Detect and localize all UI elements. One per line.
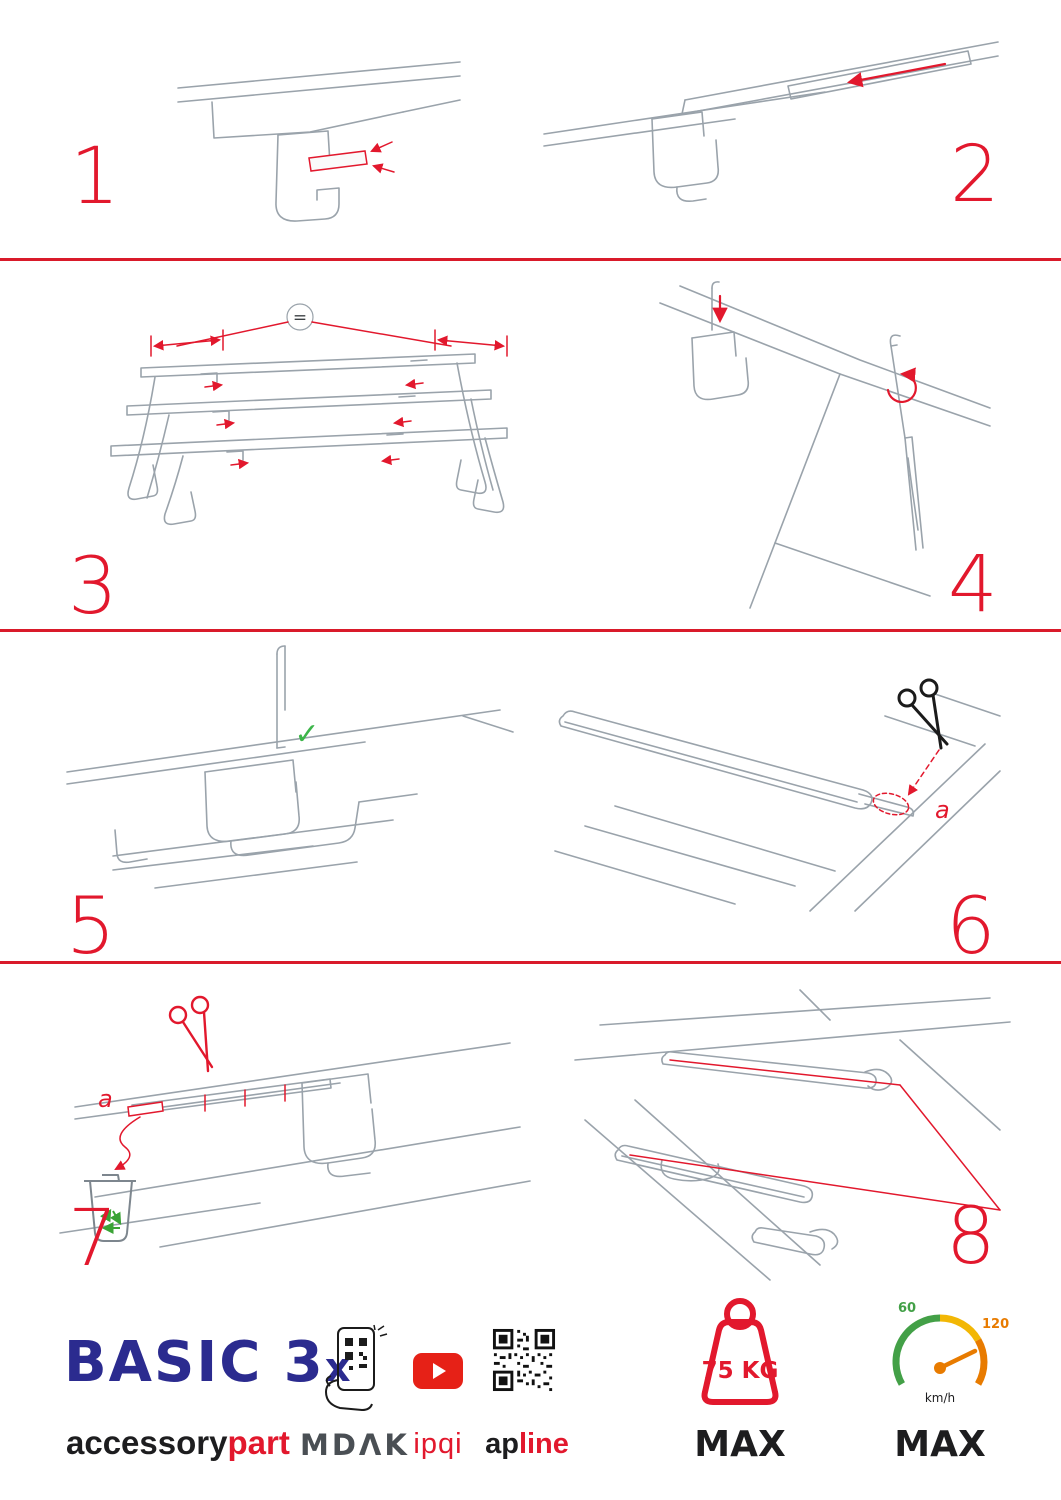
step6-illustration: a <box>554 678 1001 912</box>
gauge-unit: km/h <box>925 1391 955 1405</box>
step2-illustration <box>543 41 999 203</box>
phone-qr-scan-icon <box>325 1324 388 1411</box>
step-number-5: 5 <box>66 882 117 972</box>
product-name-main: BASIC 3 <box>64 1330 325 1395</box>
tighten-annotations <box>712 294 917 404</box>
max-weight-label: MAX <box>694 1424 786 1465</box>
equal-spacing-circle <box>286 303 314 331</box>
slide-direction-arrow <box>846 62 947 88</box>
max-speed-label: MAX <box>894 1424 986 1465</box>
youtube-icon <box>413 1353 463 1389</box>
trash-bin-icon <box>84 1174 136 1242</box>
equal-spacing-dimensions <box>150 321 508 470</box>
step-number-1: 1 <box>70 132 121 222</box>
insert-pad-highlight <box>308 141 395 174</box>
partner-mdak: MDΛK <box>300 1428 410 1462</box>
step1-illustration <box>177 61 461 222</box>
cut-marks <box>114 1084 286 1171</box>
step7-illustration: a <box>59 995 531 1248</box>
gauge-tick-high: 120 <box>982 1317 1009 1332</box>
product-name: BASIC 3x <box>64 1330 353 1395</box>
step-number-4: 4 <box>948 540 999 630</box>
step-number-6: 6 <box>946 882 997 972</box>
step-number-8: 8 <box>946 1192 997 1282</box>
step-number-7: 7 <box>68 1194 119 1284</box>
section-divider-2 <box>0 629 1061 632</box>
partner-apline: apline <box>482 1428 572 1461</box>
section-divider-3 <box>0 961 1061 964</box>
step-number-3: 3 <box>68 542 119 632</box>
speedometer-icon: 60 120 km/h <box>892 1301 1009 1405</box>
qr-code <box>492 1328 556 1392</box>
partner-apline-black: ap <box>485 1428 519 1460</box>
scissors-icon <box>897 678 949 750</box>
cut-piece-label: a <box>98 1085 113 1113</box>
step3-illustration: = <box>110 303 508 526</box>
max-weight-icon: 75 KG <box>701 1298 779 1405</box>
brand-logo-red: part <box>227 1424 290 1461</box>
brand-logo: accessorypart <box>66 1424 290 1462</box>
cut-line <box>872 749 940 816</box>
recycle-icon <box>99 1208 122 1234</box>
red-scissors-icon <box>168 995 214 1073</box>
step4-illustration <box>659 281 991 609</box>
partner-apline-red: line <box>518 1428 569 1460</box>
check-icon: ✓ <box>294 717 319 752</box>
gauge-tick-low: 60 <box>898 1301 916 1316</box>
max-weight-value: 75 KG <box>702 1358 779 1384</box>
step8-illustration <box>574 989 1011 1281</box>
cut-point-label: a <box>935 796 950 824</box>
step5-illustration: ✓ <box>66 645 514 889</box>
equal-symbol: = <box>293 308 307 328</box>
step-number-2: 2 <box>950 130 1001 220</box>
alignment-lines <box>629 1059 1001 1211</box>
section-divider-1 <box>0 258 1061 261</box>
brand-logo-black: accessory <box>66 1424 228 1461</box>
partner-ipqi: ipqi <box>413 1428 463 1460</box>
